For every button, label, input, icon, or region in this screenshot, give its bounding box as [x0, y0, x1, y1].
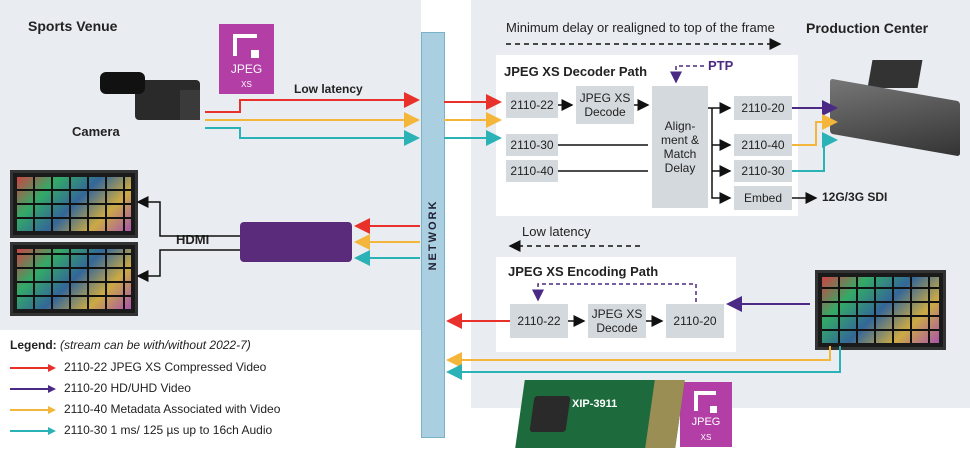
- legend-label: 2110-22 JPEG XS Compressed Video: [64, 360, 267, 374]
- legend-title: Legend:: [10, 338, 57, 352]
- monitor-3: [815, 270, 946, 350]
- legend-subtitle: (stream can be with/without 2022-7): [60, 338, 251, 352]
- dec-in-2110-40: 2110-40: [506, 160, 558, 182]
- logo2-bottom-text: XS: [700, 433, 712, 442]
- ptp-label: PTP: [708, 58, 734, 73]
- decoder-title: JPEG XS Decoder Path: [504, 64, 648, 79]
- dec-decode: JPEG XS Decode: [576, 86, 634, 124]
- legend-item: 2110-30 1 ms/ 125 µs up to 16ch Audio: [10, 423, 272, 437]
- legend-arrow-icon: [10, 404, 58, 414]
- logo2-top-text: JPEG: [691, 416, 721, 428]
- logo-square-icon-2: [694, 391, 716, 411]
- enc-low-latency-label: Low latency: [522, 224, 591, 239]
- legend-arrow-icon: [10, 425, 58, 435]
- camera-icon: [95, 60, 210, 130]
- network-bar: NETWORK: [421, 32, 445, 438]
- ipvu-device-icon: [240, 222, 352, 262]
- legend-item: 2110-20 HD/UHD Video: [10, 381, 191, 395]
- camera-label: Camera: [72, 124, 120, 139]
- card-label: XIP-3911: [572, 398, 618, 410]
- logo-bottom-text: XS: [241, 80, 252, 89]
- legend-item: 2110-40 Metadata Associated with Video: [10, 402, 280, 416]
- venue-title: Sports Venue: [28, 18, 118, 34]
- enc-decode: JPEG XS Decode: [588, 304, 646, 338]
- dec-align: Align-ment & Match Delay: [652, 86, 708, 208]
- monitor-2: [10, 242, 138, 316]
- dec-out-2110-40: 2110-40: [734, 134, 792, 156]
- encoder-title: JPEG XS Encoding Path: [508, 264, 659, 279]
- low-latency-label: Low latency: [294, 82, 363, 96]
- dec-in-2110-30: 2110-30: [506, 134, 558, 156]
- dec-out-2110-20: 2110-20: [734, 96, 792, 120]
- legend-item: 2110-22 JPEG XS Compressed Video: [10, 360, 266, 374]
- legend-heading: Legend: (stream can be with/without 2022…: [10, 338, 251, 352]
- dec-embed: Embed: [734, 186, 792, 210]
- jpeg-xs-logo-2: JPEG XS: [680, 382, 732, 447]
- jpeg-xs-logo: JPEG XS: [219, 24, 274, 94]
- legend-label: 2110-30 1 ms/ 125 µs up to 16ch Audio: [64, 423, 273, 437]
- enc-2110-22: 2110-22: [510, 304, 568, 338]
- legend-arrow-icon: [10, 383, 58, 393]
- min-delay-label: Minimum delay or realigned to top of the…: [506, 20, 775, 35]
- logo-square-icon: [233, 34, 257, 56]
- legend-label: 2110-20 HD/UHD Video: [64, 381, 191, 395]
- dec-in-2110-22: 2110-22: [506, 92, 558, 118]
- enc-2110-20: 2110-20: [666, 304, 724, 338]
- sdi-label: 12G/3G SDI: [822, 190, 888, 204]
- logo-top-text: JPEG: [230, 62, 263, 76]
- legend-label: 2110-40 Metadata Associated with Video: [64, 402, 281, 416]
- dec-out-2110-30: 2110-30: [734, 160, 792, 182]
- production-title: Production Center: [806, 20, 929, 36]
- legend-arrow-icon: [10, 362, 58, 372]
